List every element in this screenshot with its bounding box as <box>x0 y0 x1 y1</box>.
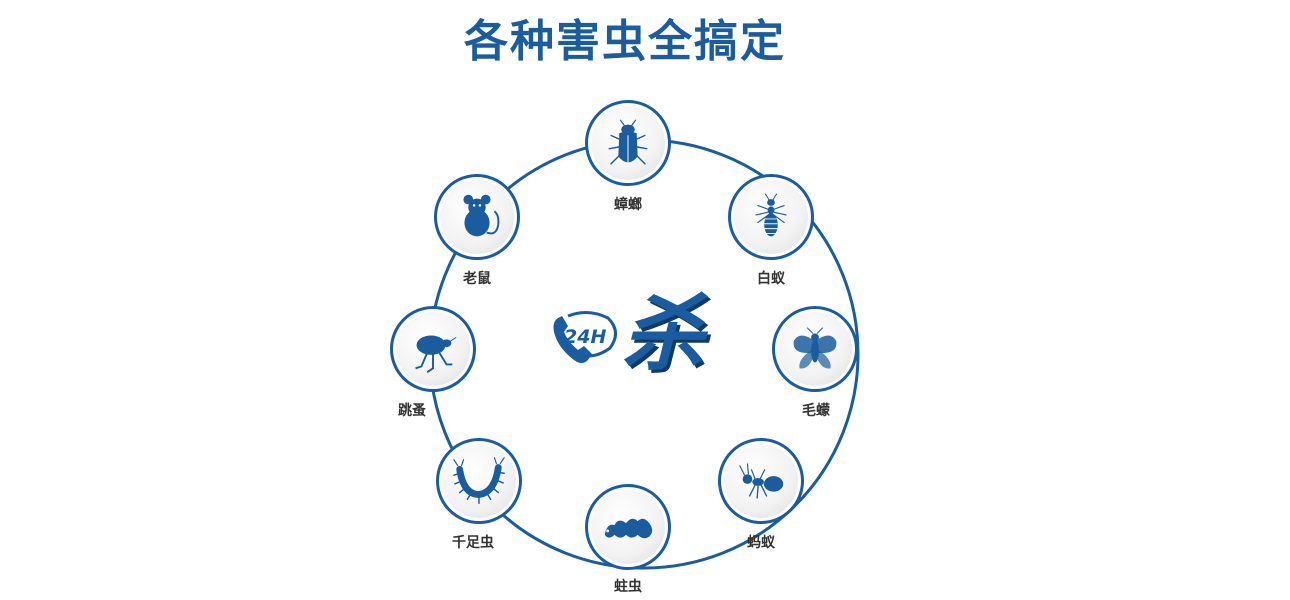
pest-label-flea: 跳蚤 <box>398 403 426 419</box>
pest-bubble-rat[interactable] <box>434 174 520 260</box>
flea-icon <box>415 335 457 374</box>
millipede-icon <box>453 457 505 504</box>
pest-label-moth-fly: 毛蠓 <box>802 403 830 419</box>
phone-icon <box>553 316 592 363</box>
moth-fly-icon <box>793 327 837 369</box>
cockroach-icon <box>608 119 648 165</box>
pest-bubble-termite[interactable] <box>728 174 814 260</box>
pest-label-rat: 老鼠 <box>463 271 491 287</box>
24h-badge: 24H <box>564 326 607 348</box>
kill-character: 杀 <box>622 287 704 382</box>
center-emblem: 24H 杀 <box>548 288 708 388</box>
pest-bubble-moth-fly[interactable] <box>772 306 858 392</box>
pest-label-ant: 蚂蚁 <box>747 535 775 551</box>
badge-circle <box>567 311 617 358</box>
pest-label-larva: 蛀虫 <box>614 579 642 595</box>
pest-label-cockroach: 蟑螂 <box>614 197 642 213</box>
pest-label-termite: 白蚁 <box>757 271 785 287</box>
pest-bubble-cockroach[interactable] <box>585 100 671 186</box>
larva-icon <box>604 518 653 539</box>
rat-icon <box>463 194 500 237</box>
termite-icon <box>755 193 787 237</box>
pest-bubble-millipede[interactable] <box>436 438 522 524</box>
pest-bubble-ant[interactable] <box>718 438 804 524</box>
pest-label-millipede: 千足虫 <box>452 535 494 551</box>
page-title: 各种害虫全搞定 <box>464 16 786 67</box>
ant-icon <box>739 463 784 499</box>
pest-bubble-larva[interactable] <box>585 484 671 570</box>
pest-bubble-flea[interactable] <box>390 306 476 392</box>
